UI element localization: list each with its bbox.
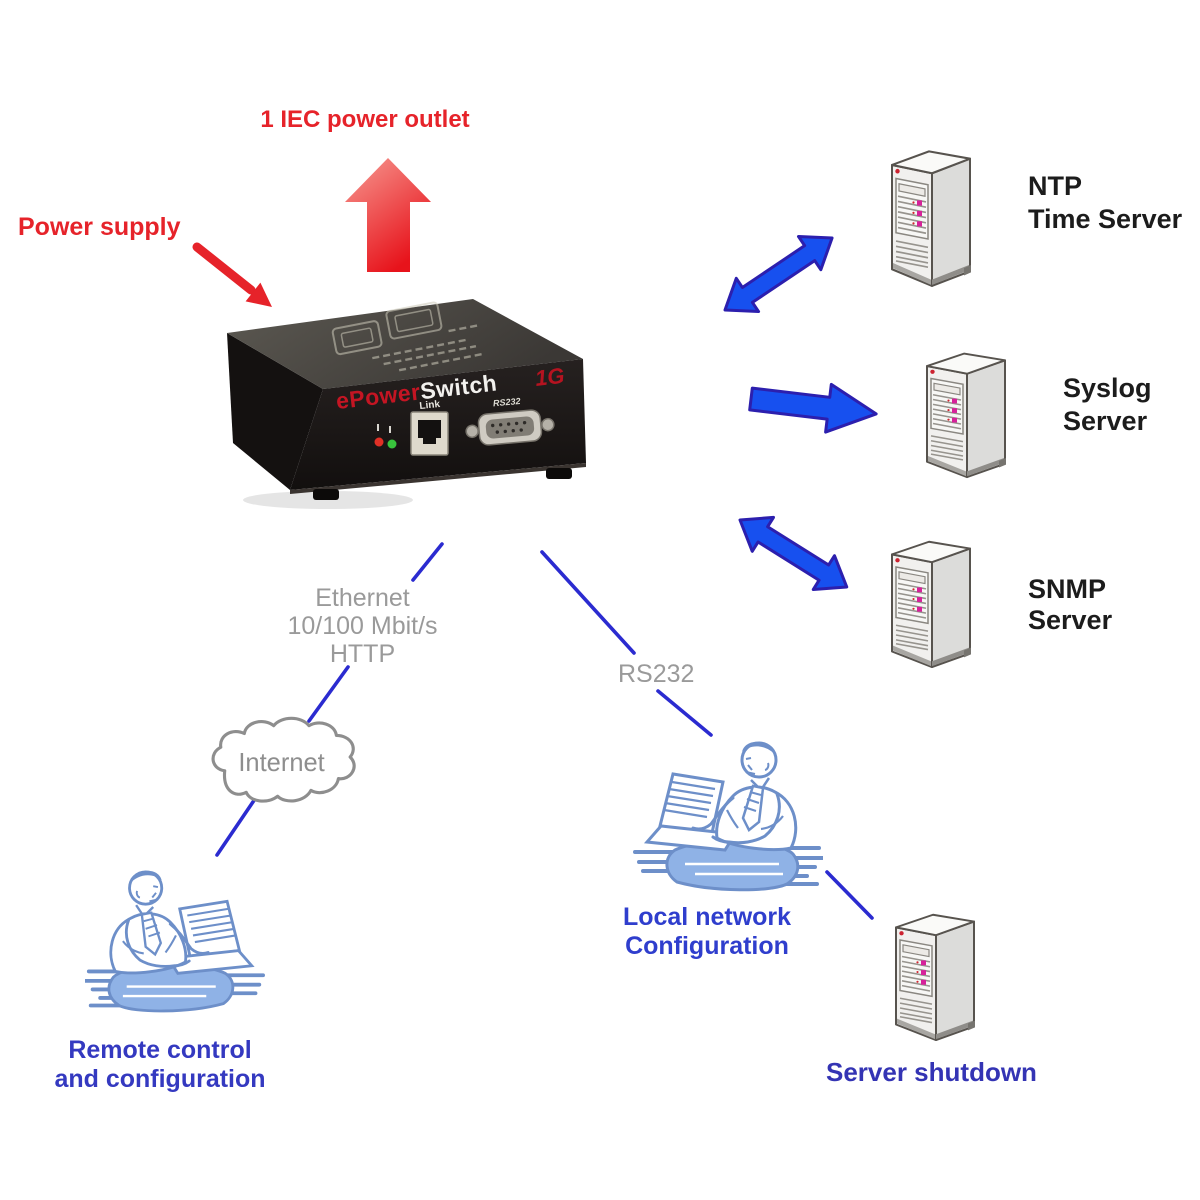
snmp-server-tower-icon (886, 533, 974, 669)
serial-port-icon: RS232 (465, 396, 555, 446)
power-led-icon (374, 437, 384, 447)
shutdown-server-label: Server shutdown (826, 1057, 1037, 1087)
ntp-server-tower-icon (886, 142, 974, 288)
internet-cloud-icon: Internet (211, 716, 356, 803)
syslog-server-label: Syslog Server (1063, 373, 1152, 436)
device-foot (546, 468, 572, 479)
device-left-face (227, 333, 323, 490)
device-led-cluster (374, 424, 397, 449)
ethernet-label: Ethernet 10/100 Mbit/s HTTP (287, 584, 438, 668)
svg-text:Link: Link (419, 399, 441, 412)
svg-text:RS232: RS232 (493, 396, 521, 408)
ethernet-line-segment (411, 542, 444, 582)
syslog-server-tower-icon (921, 345, 1009, 479)
device-model-badge: 1G (534, 363, 566, 391)
shutdown-server-tower-icon (890, 906, 978, 1042)
rs232-line-segment (656, 689, 713, 737)
rj45-port-icon: Link (410, 399, 449, 456)
link-led-icon (387, 439, 397, 449)
local-operator-icon (628, 732, 828, 904)
power-supply-arrow-icon (192, 242, 272, 307)
shutdown-line-segment (825, 870, 874, 920)
device-top-markings (331, 301, 482, 372)
device-top-face (227, 299, 583, 389)
rs232-line-segment (540, 550, 636, 655)
internet-label: Internet (238, 749, 324, 777)
ntp-server-label: NTP Time Server (1028, 171, 1183, 234)
power-supply-label: Power supply (18, 213, 181, 241)
remote-operator-icon (85, 858, 265, 1028)
snmp-server-label: SNMP Server (1028, 574, 1113, 635)
power-outlet-label: 1 IEC power outlet (260, 106, 470, 133)
power-outlet-arrow-icon (345, 158, 431, 272)
remote-operator-label: Remote control and configuration (54, 1036, 266, 1093)
rs232-label: RS232 (618, 660, 695, 688)
ntp-arrow-icon (723, 235, 834, 314)
device-foot (313, 489, 339, 500)
snmp-arrow-icon (738, 515, 849, 592)
local-operator-label: Local network Configuration (622, 903, 792, 960)
epowerswitch-device: ePowerSwitch 1G Link RS232 (227, 299, 586, 509)
syslog-arrow-icon (748, 382, 878, 434)
